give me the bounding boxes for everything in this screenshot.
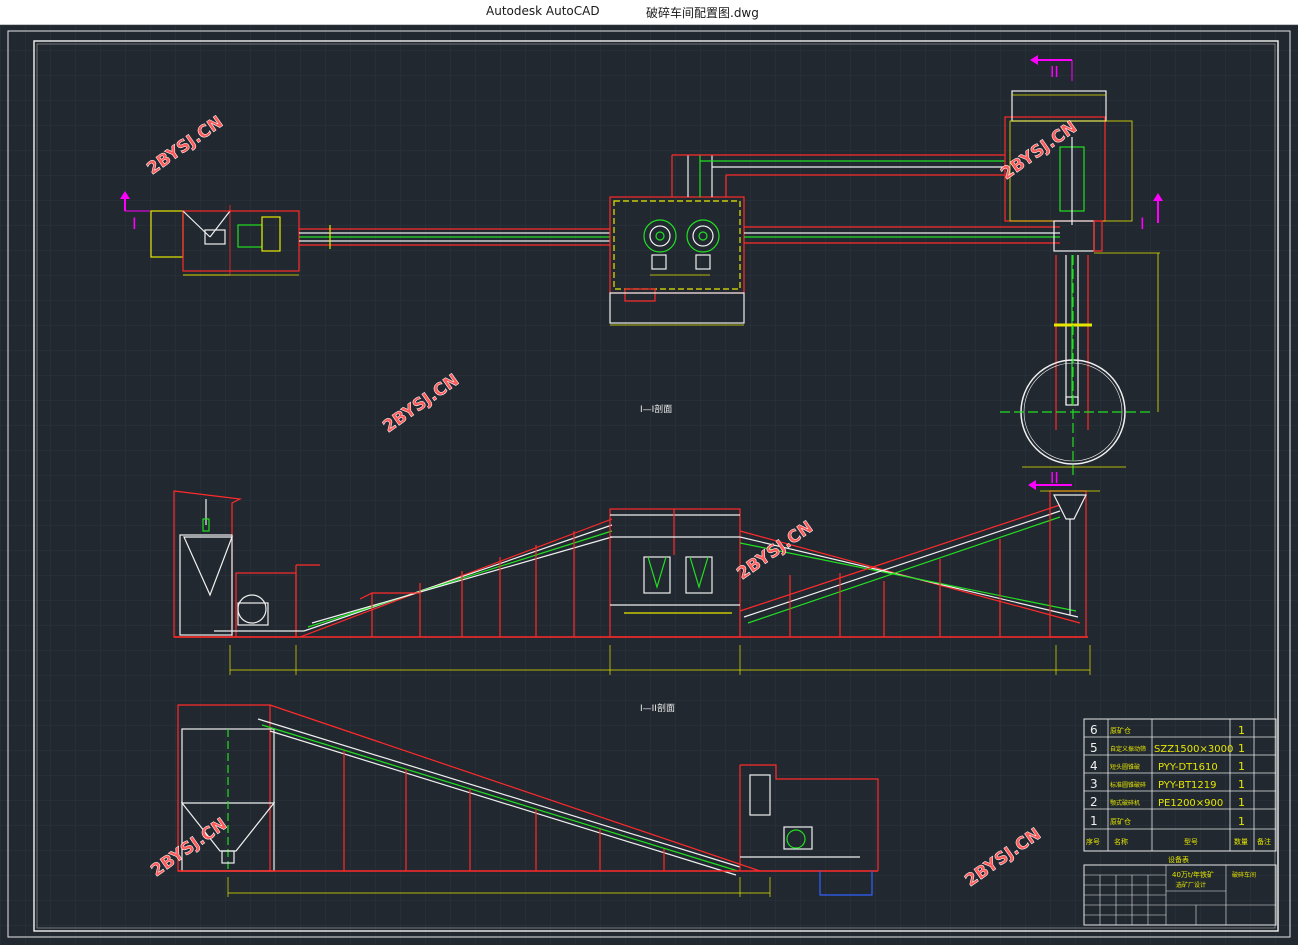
section-mark-I-right: I	[1140, 193, 1163, 233]
equipment-no: 5	[1090, 741, 1098, 755]
section-2-view	[177, 704, 879, 897]
equipment-name: 原矿仓	[1110, 726, 1131, 735]
equipment-qty: 1	[1238, 815, 1245, 828]
equipment-qty: 1	[1238, 742, 1245, 755]
header-name: 名称	[1114, 837, 1128, 846]
plan-dimensions	[183, 94, 1106, 326]
plan-conveyor-2	[672, 154, 1060, 244]
equipment-name: 短头圆锥破	[1110, 763, 1140, 771]
equipment-table: 6 原矿仓 1 5 自定义振动筛 SZZ1500×3000 1 4 短头圆锥破 …	[1083, 718, 1277, 864]
section-mark-II-top: II	[1030, 55, 1073, 81]
equipment-no: 4	[1090, 759, 1098, 773]
section-label-I-left: I	[132, 214, 137, 233]
equipment-qty: 1	[1238, 796, 1245, 809]
title-drawing: 破碎车间	[1232, 871, 1256, 879]
title-bar: Autodesk AutoCAD 破碎车间配置图.dwg	[0, 0, 1298, 25]
drawing-canvas[interactable]: I I II II I—I剖面	[0, 25, 1298, 945]
header-qty: 数量	[1234, 837, 1248, 846]
equipment-qty: 1	[1238, 778, 1245, 791]
plan-crushing-house	[609, 155, 745, 324]
equipment-name: 原矿仓	[1110, 817, 1131, 826]
equipment-model: PYY-BT1219	[1158, 780, 1217, 791]
title-project: 40万t/年铁矿	[1172, 870, 1214, 879]
equipment-no: 1	[1090, 814, 1098, 828]
plan-conveyor-1	[299, 225, 610, 249]
equipment-name: 颚式破碎机	[1110, 799, 1140, 807]
section-label-I-right: I	[1140, 214, 1145, 233]
document-tab-name[interactable]: 破碎车间配置图.dwg	[646, 6, 759, 20]
equipment-model: PYY-DT1610	[1158, 762, 1218, 773]
section-1-title: I—I剖面	[640, 403, 672, 415]
equipment-name: 标准圆锥破碎	[1110, 781, 1146, 789]
plan-screening-house	[1000, 90, 1160, 475]
header-model: 型号	[1184, 837, 1198, 846]
section-mark-II-bottom: II	[1028, 469, 1072, 490]
table-caption: 设备表	[1168, 855, 1189, 864]
section-mark-I-left: I	[120, 191, 150, 233]
equipment-qty: 1	[1238, 724, 1245, 737]
drawing-frame	[7, 30, 1291, 938]
app-name: Autodesk AutoCAD	[486, 4, 600, 18]
section-2-title: I—II剖面	[640, 702, 675, 714]
equipment-no: 3	[1090, 777, 1098, 791]
header-remark: 备注	[1257, 837, 1271, 846]
equipment-no: 2	[1090, 795, 1098, 809]
equipment-name: 自定义振动筛	[1110, 745, 1146, 753]
section-label-II-bottom: II	[1050, 469, 1059, 487]
section-1-view	[173, 490, 1100, 675]
equipment-qty: 1	[1238, 760, 1245, 773]
title-block: 40万t/年铁矿 选矿厂设计 破碎车间	[1083, 864, 1277, 926]
equipment-model: PE1200×900	[1158, 798, 1223, 809]
header-no: 序号	[1086, 837, 1100, 846]
equipment-no: 6	[1090, 723, 1098, 737]
section-label-II-top: II	[1050, 63, 1059, 81]
equipment-model: SZZ1500×3000	[1154, 744, 1233, 755]
grid-background	[0, 25, 1298, 945]
plan-view	[150, 90, 1160, 475]
title-subtitle: 选矿厂设计	[1176, 881, 1206, 889]
section-markers: I I II II	[120, 55, 1163, 490]
